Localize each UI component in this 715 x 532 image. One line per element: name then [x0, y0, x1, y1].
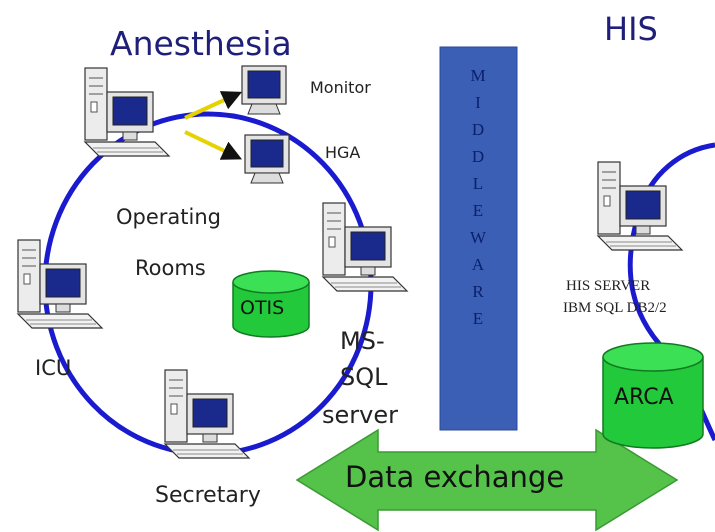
operating-rooms-label-line1: Operating — [116, 205, 221, 229]
monitor-label: Monitor — [310, 78, 371, 97]
middleware-letter: D — [471, 120, 485, 139]
arrow-to-hga — [184, 130, 243, 160]
data-exchange-label: Data exchange — [345, 460, 565, 494]
middleware-letter: R — [472, 282, 484, 301]
ms-sql-label-line2: SQL — [340, 363, 388, 391]
middleware-letter: A — [471, 255, 485, 274]
his-server-workstation-icon — [597, 161, 683, 251]
middleware-letter: E — [472, 201, 484, 220]
middleware-letter: D — [471, 147, 485, 166]
otis-label: OTIS — [240, 297, 285, 319]
his-title: HIS — [604, 10, 658, 48]
middleware-letter: M — [470, 66, 486, 85]
icu-label: ICU — [35, 356, 72, 380]
anesthesia-title: Anesthesia — [110, 24, 292, 63]
monitor-device-icon — [241, 65, 287, 115]
middleware-letter: W — [469, 228, 487, 247]
secretary-label: Secretary — [155, 483, 261, 508]
his-server-label-line2: IBM SQL DB2/2 — [563, 300, 667, 316]
middleware-bar — [439, 46, 518, 431]
ms-sql-label-line1: MS- — [340, 327, 385, 355]
arca-label: ARCA — [614, 385, 674, 410]
middleware-letter: I — [475, 93, 481, 112]
secretary-workstation-icon — [164, 369, 250, 459]
middleware-label: M I D D L E W A R E — [468, 62, 488, 332]
hga-device-icon — [244, 134, 290, 184]
arrow-to-monitor — [184, 91, 243, 120]
operating-rooms-label-line2: Rooms — [135, 256, 206, 280]
middleware-letter: L — [472, 174, 484, 193]
anesthesia-workstation-icon — [84, 67, 170, 157]
hga-label: HGA — [325, 143, 361, 162]
middleware-letter: E — [472, 309, 484, 328]
ms-sql-label-line3: server — [322, 401, 398, 429]
icu-workstation-icon — [17, 239, 103, 329]
data-exchange-arrow — [295, 428, 679, 532]
his-server-label-line1: HIS SERVER — [566, 278, 651, 294]
arca-database-icon — [602, 342, 704, 449]
ms-sql-server-workstation-icon — [322, 202, 408, 292]
otis-database-icon — [232, 270, 310, 338]
